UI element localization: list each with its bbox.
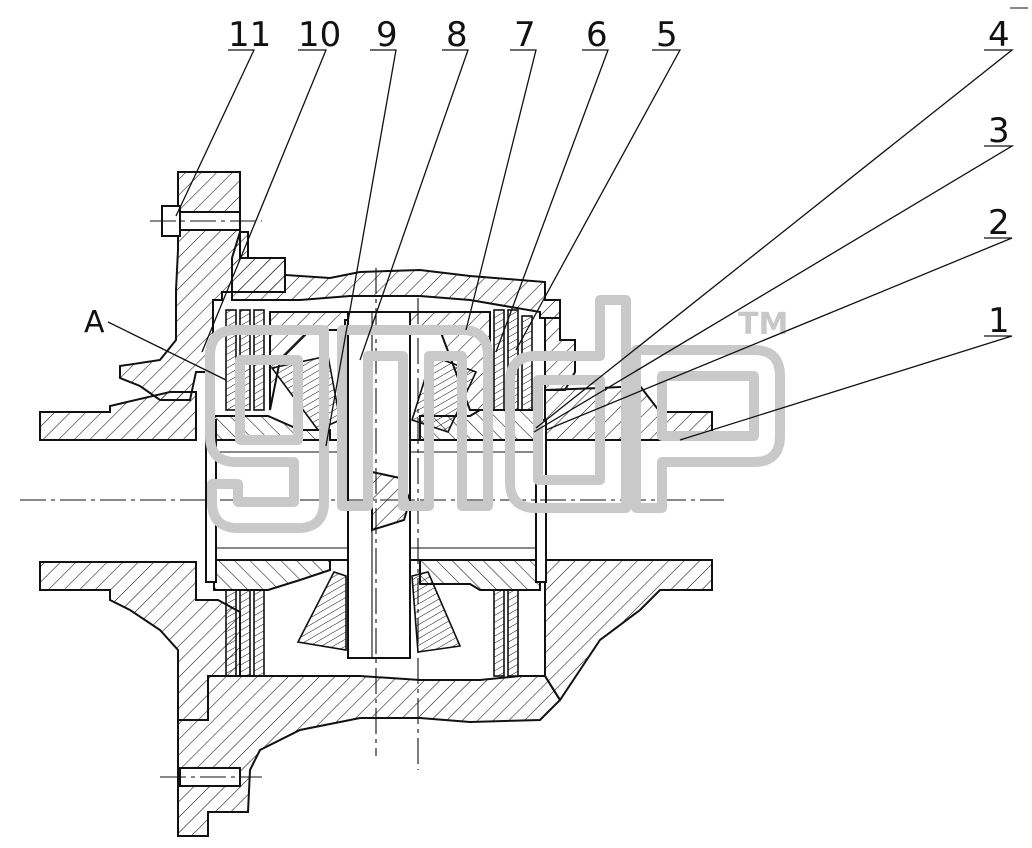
callout-10: 10 <box>298 15 341 55</box>
leader-lines <box>107 49 1015 447</box>
left-housing <box>39 171 713 837</box>
pinion-upper-left <box>270 355 341 431</box>
pinion-lower-left <box>296 571 347 651</box>
watermark-logo: TM <box>205 295 788 533</box>
callout-3: 3 <box>988 111 1010 151</box>
callout-4: 4 <box>988 15 1010 55</box>
watermark-tm: TM <box>738 307 788 342</box>
detail-label-a: A <box>84 305 105 340</box>
callout-labels: 11 10 9 8 7 6 5 4 3 2 1 A <box>84 15 1010 341</box>
flange-bolt-bottom <box>160 767 262 787</box>
callout-2: 2 <box>988 203 1010 243</box>
callout-5: 5 <box>656 15 678 55</box>
callout-6: 6 <box>586 15 608 55</box>
flange-bolt-top <box>150 205 262 237</box>
pinion-lower-right <box>411 571 462 653</box>
callout-9: 9 <box>376 15 398 55</box>
callout-7: 7 <box>514 15 536 55</box>
callout-1: 1 <box>988 301 1010 341</box>
callout-8: 8 <box>446 15 468 55</box>
callout-11: 11 <box>228 15 271 55</box>
